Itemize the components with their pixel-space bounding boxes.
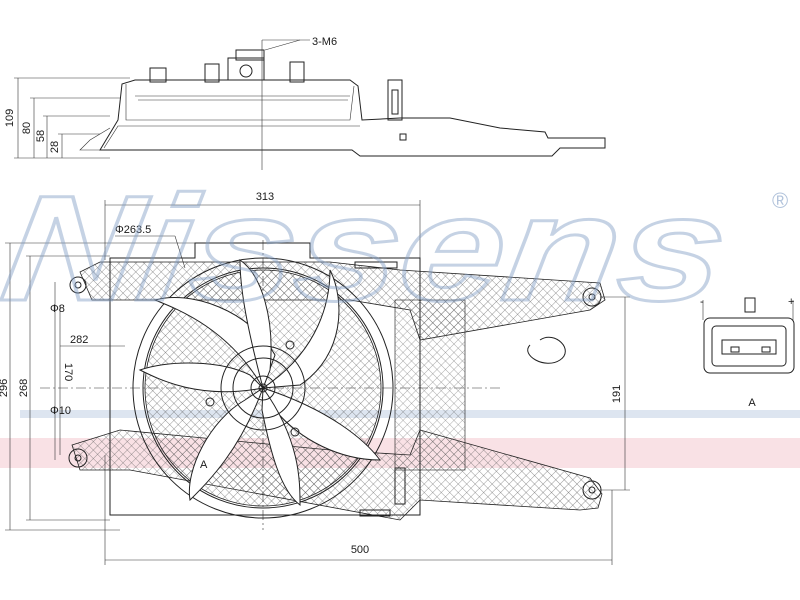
hole-small-label: Φ8 <box>50 303 65 315</box>
top-width-label: 313 <box>256 191 274 203</box>
front-view: 500 313 296 268 Φ8 Φ10 282 170 Φ263.5 <box>0 191 630 565</box>
height-109-label: 109 <box>4 109 16 127</box>
fan-blades <box>138 259 382 507</box>
fan-marker-label: A <box>200 459 208 471</box>
height-28-label: 28 <box>49 141 61 153</box>
height-268-label: 268 <box>18 379 30 397</box>
side-view: 109 80 58 28 3-M6 <box>4 36 606 170</box>
height-296-label: 296 <box>0 379 10 397</box>
height-58-label: 58 <box>35 130 47 142</box>
brand-watermark: Nissens ® <box>0 163 788 333</box>
watermark-registered-mark: ® <box>772 188 788 213</box>
fan-diameter-label: Φ263.5 <box>115 224 151 236</box>
watermark-text: Nissens <box>0 165 737 332</box>
mount-spacing-label: 191 <box>611 385 623 403</box>
inner-width-label: 282 <box>70 334 88 346</box>
center-height-label: 170 <box>62 363 74 381</box>
overall-width-label: 500 <box>351 544 369 556</box>
connector-plus-label: + <box>788 296 794 308</box>
height-80-label: 80 <box>21 122 33 134</box>
connector-label: A <box>748 397 756 409</box>
connector-minus-label: - <box>700 296 704 308</box>
hole-large-label: Φ10 <box>50 405 71 417</box>
bolt-label: 3-M6 <box>312 36 337 48</box>
connector-detail: - + A <box>700 296 795 409</box>
